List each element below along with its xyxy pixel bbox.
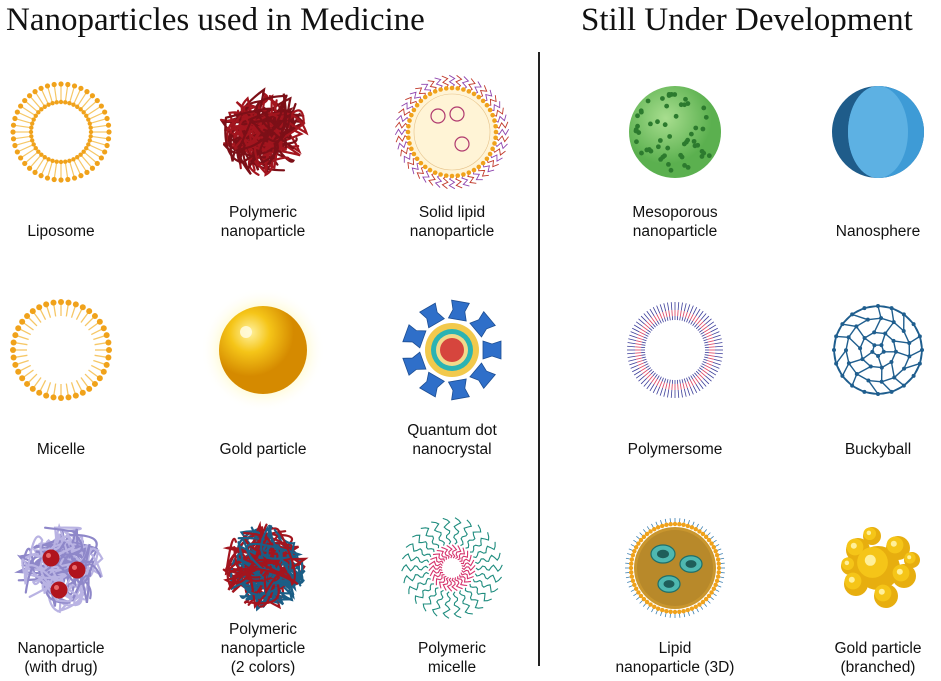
gold-particle-item: Gold particle	[188, 288, 338, 470]
buckyball-item: Buckyball	[803, 300, 941, 470]
polymersome-label: Polymersome	[627, 441, 723, 458]
polymersome-item: Polymersome	[600, 300, 750, 470]
nanoparticle-with-drug-icon	[14, 522, 104, 614]
quantum-dot-icon	[402, 299, 502, 401]
micelle-item: Micelle	[0, 299, 136, 470]
nanoparticle-with-drug-label: Nanoparticle(with drug)	[17, 640, 105, 676]
mesoporous-nanoparticle-icon	[629, 86, 721, 178]
gold-particle-icon	[201, 288, 325, 412]
gold-particle-branched-item: Gold particle(branched)	[803, 518, 941, 678]
liposome-label: Liposome	[27, 223, 95, 240]
buckyball-label: Buckyball	[844, 441, 912, 458]
lipid-nanoparticle-3d-icon	[625, 518, 725, 618]
micelle-label: Micelle	[36, 441, 86, 458]
solid-lipid-nanoparticle-icon	[394, 74, 510, 190]
liposome-icon	[10, 81, 112, 183]
micelle-icon	[10, 299, 112, 401]
gold-particle-label: Gold particle	[219, 441, 307, 458]
heading-used-in-medicine: Nanoparticles used in Medicine	[6, 2, 425, 38]
polymeric-nanoparticle-2-colors-icon	[222, 520, 309, 612]
buckyball-icon	[832, 304, 924, 396]
nanosphere-icon	[832, 86, 924, 178]
polymeric-micelle-icon	[401, 517, 503, 619]
nanosphere-label: Nanosphere	[835, 223, 921, 240]
gold-particle-branched-label: Gold particle(branched)	[834, 640, 922, 676]
heading-under-development: Still Under Development	[581, 2, 913, 38]
gold-particle-branched-icon	[841, 527, 920, 608]
section-divider	[538, 52, 540, 666]
nanoparticle-with-drug-item: Nanoparticle(with drug)	[0, 518, 136, 678]
liposome-item: Liposome	[0, 81, 136, 252]
nanosphere-item: Nanosphere	[803, 82, 941, 252]
polymeric-nanoparticle-icon	[219, 87, 309, 177]
polymersome-icon	[627, 302, 723, 398]
